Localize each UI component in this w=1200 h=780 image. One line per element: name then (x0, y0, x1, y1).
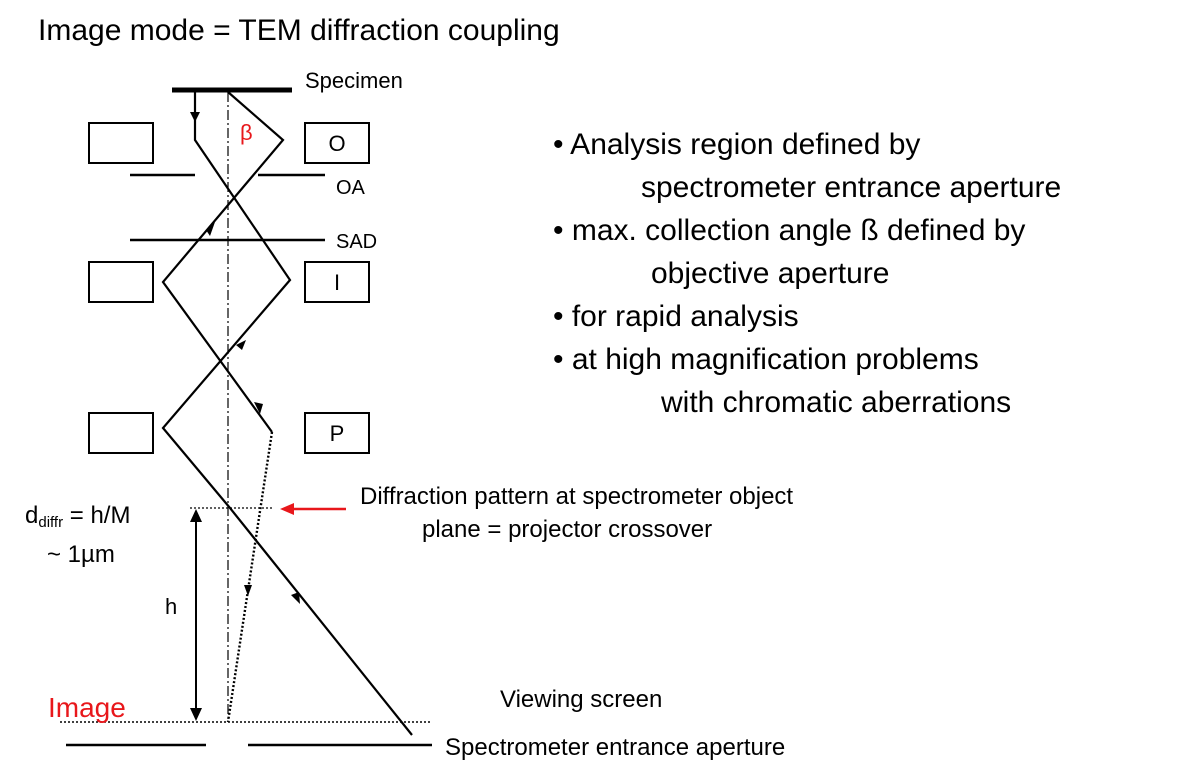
h-arrow-top (190, 509, 202, 522)
bullet-continuation: with chromatic aberrations (661, 386, 1012, 419)
bullet-continuation: objective aperture (651, 257, 890, 290)
viewing-screen-label: Viewing screen (500, 686, 663, 713)
diffraction-caption-line1: Diffraction pattern at spectrometer obje… (360, 483, 794, 510)
intermediate-lens-right: I (304, 261, 370, 303)
projector-lens-label: P (329, 421, 345, 446)
ray-solid (161, 92, 413, 736)
bullet-item: • at high magnification problems (553, 343, 979, 376)
d-diffr-subscript: diffr (38, 514, 64, 531)
ray-dotted (226, 431, 274, 723)
d-diffr-symbol: d (25, 502, 39, 529)
specimen-label: Specimen (305, 68, 403, 93)
bullet-item: • for rapid analysis (553, 300, 799, 333)
ray-arrowhead (236, 340, 246, 350)
spectrometer-aperture-label: Spectrometer entrance aperture (445, 734, 786, 761)
bullet-list: • Analysis region defined by spectromete… (553, 123, 1061, 424)
ray-arrowhead (190, 112, 200, 122)
ray-arrowhead (206, 222, 215, 236)
objective-lens-right: O (304, 122, 370, 164)
red-pointer-head (280, 503, 294, 515)
h-arrow-bottom (190, 708, 202, 721)
ray-solid-2 (161, 91, 285, 433)
intermediate-lens-left (88, 261, 154, 303)
oa-label: OA (336, 177, 365, 199)
sad-label: SAD (336, 231, 378, 253)
objective-lens-left (88, 122, 154, 164)
projector-lens-left (88, 412, 154, 454)
page-title: Image mode = TEM diffraction coupling (38, 14, 560, 47)
d-diffr-size: ~ 1µm (47, 541, 115, 568)
intermediate-lens-label: I (333, 270, 341, 295)
bullet-item: • max. collection angle ß defined by (553, 214, 1026, 247)
beta-label: β (240, 120, 253, 145)
bullet-item: • Analysis region defined by (553, 128, 921, 161)
h-label: h (165, 594, 178, 619)
projector-lens-right: P (304, 412, 370, 454)
objective-lens-label: O (328, 131, 346, 156)
bullet-continuation: spectrometer entrance aperture (641, 171, 1062, 204)
ray-arrowhead (291, 592, 300, 604)
d-diffr-equation: = h/M (63, 502, 131, 529)
image-label: Image (48, 692, 126, 723)
ray-arrowhead (244, 585, 252, 596)
ray-arrowhead (254, 402, 263, 414)
diffraction-caption-line2: plane = projector crossover (422, 516, 713, 543)
d-diffr-label: ddiffr = h/M ~ 1µm (25, 500, 130, 571)
